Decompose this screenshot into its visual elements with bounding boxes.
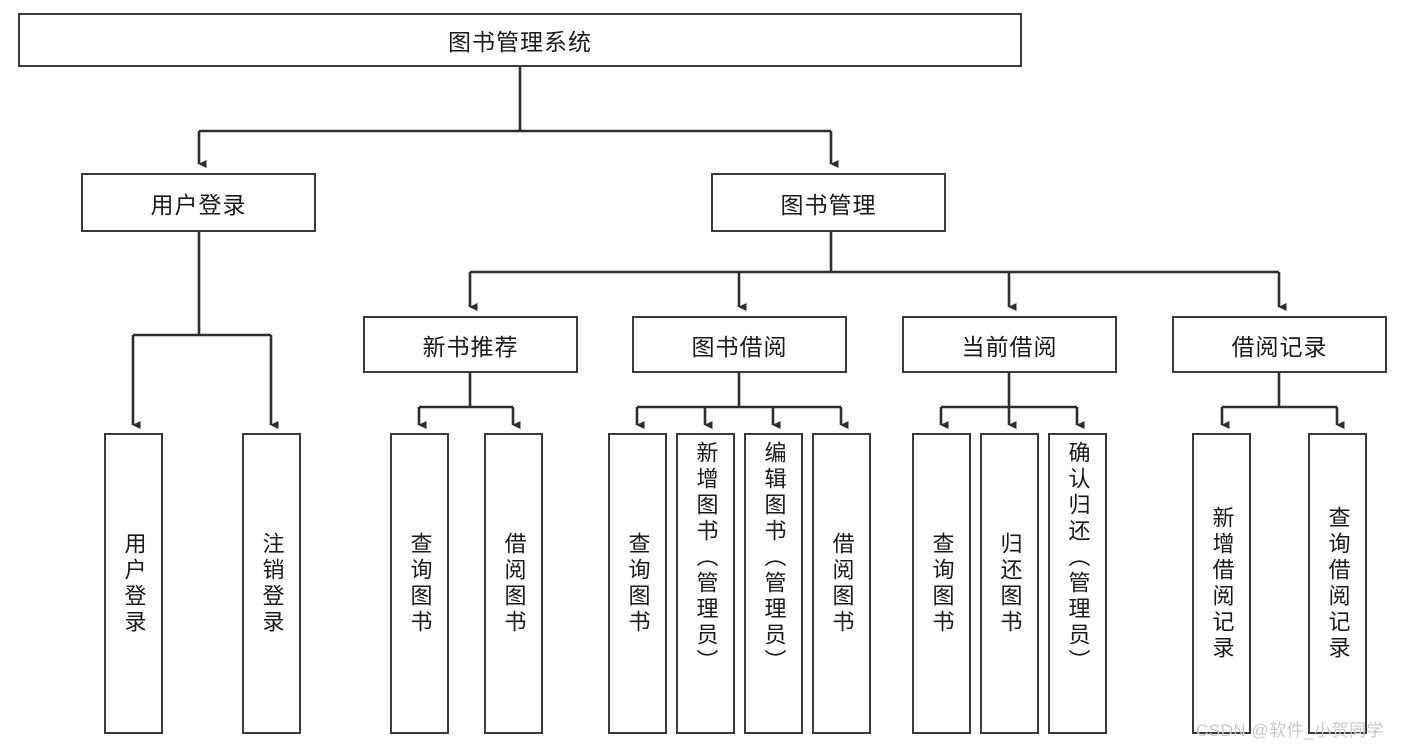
leaf-label: 查询图书 <box>929 531 955 636</box>
node-new-book-recommend[interactable]: 新书推荐 <box>363 316 578 373</box>
node-new-book-recommend-label: 新书推荐 <box>422 333 519 360</box>
leaf-records-query[interactable]: 查询借阅记录 <box>1308 433 1367 734</box>
node-root-label: 图书管理系统 <box>448 29 592 55</box>
leaf-label: 借阅图书 <box>829 531 855 636</box>
leaf-label: 确认归还（管理员） <box>1065 441 1091 675</box>
leaf-label: 查询借阅记录 <box>1325 505 1351 662</box>
leaf-current-borrow-query[interactable]: 查询图书 <box>912 433 971 734</box>
node-user-login[interactable]: 用户登录 <box>81 173 316 232</box>
leaf-current-borrow-return[interactable]: 归还图书 <box>980 433 1039 734</box>
node-root[interactable]: 图书管理系统 <box>18 13 1022 67</box>
leaf-book-borrow-query[interactable]: 查询图书 <box>608 433 667 734</box>
node-book-borrow-label: 图书借阅 <box>691 333 788 360</box>
node-current-borrow-label: 当前借阅 <box>961 333 1058 360</box>
leaf-label: 用户登录 <box>121 531 147 636</box>
watermark-text: CSDN @软件_小贺同学 <box>1196 721 1385 740</box>
node-book-management-label: 图书管理 <box>780 191 877 218</box>
node-user-login-label: 用户登录 <box>150 191 247 218</box>
leaf-book-borrow-borrow[interactable]: 借阅图书 <box>812 433 871 734</box>
leaf-current-borrow-confirm-return[interactable]: 确认归还（管理员） <box>1048 433 1107 734</box>
node-book-borrow[interactable]: 图书借阅 <box>632 316 847 373</box>
leaf-new-book-borrow[interactable]: 借阅图书 <box>484 433 543 734</box>
node-book-management[interactable]: 图书管理 <box>711 173 946 232</box>
leaf-user-login-login[interactable]: 用户登录 <box>104 433 163 734</box>
leaf-label: 注销登录 <box>259 531 285 636</box>
node-current-borrow[interactable]: 当前借阅 <box>902 316 1117 373</box>
node-borrow-records-label: 借阅记录 <box>1231 333 1328 360</box>
leaf-label: 查询图书 <box>625 531 651 636</box>
leaf-label: 查询图书 <box>407 531 433 636</box>
leaf-records-add[interactable]: 新增借阅记录 <box>1192 433 1251 734</box>
leaf-book-borrow-add[interactable]: 新增图书（管理员） <box>676 433 735 734</box>
leaf-new-book-query[interactable]: 查询图书 <box>390 433 449 734</box>
leaf-label: 新增借阅记录 <box>1209 505 1235 662</box>
leaf-book-borrow-edit[interactable]: 编辑图书（管理员） <box>744 433 803 734</box>
leaf-label: 编辑图书（管理员） <box>761 441 787 675</box>
leaf-user-login-logout[interactable]: 注销登录 <box>242 433 301 734</box>
leaf-label: 借阅图书 <box>501 531 527 636</box>
leaf-label: 新增图书（管理员） <box>693 441 719 675</box>
leaf-label: 归还图书 <box>997 531 1023 636</box>
node-borrow-records[interactable]: 借阅记录 <box>1172 316 1387 373</box>
